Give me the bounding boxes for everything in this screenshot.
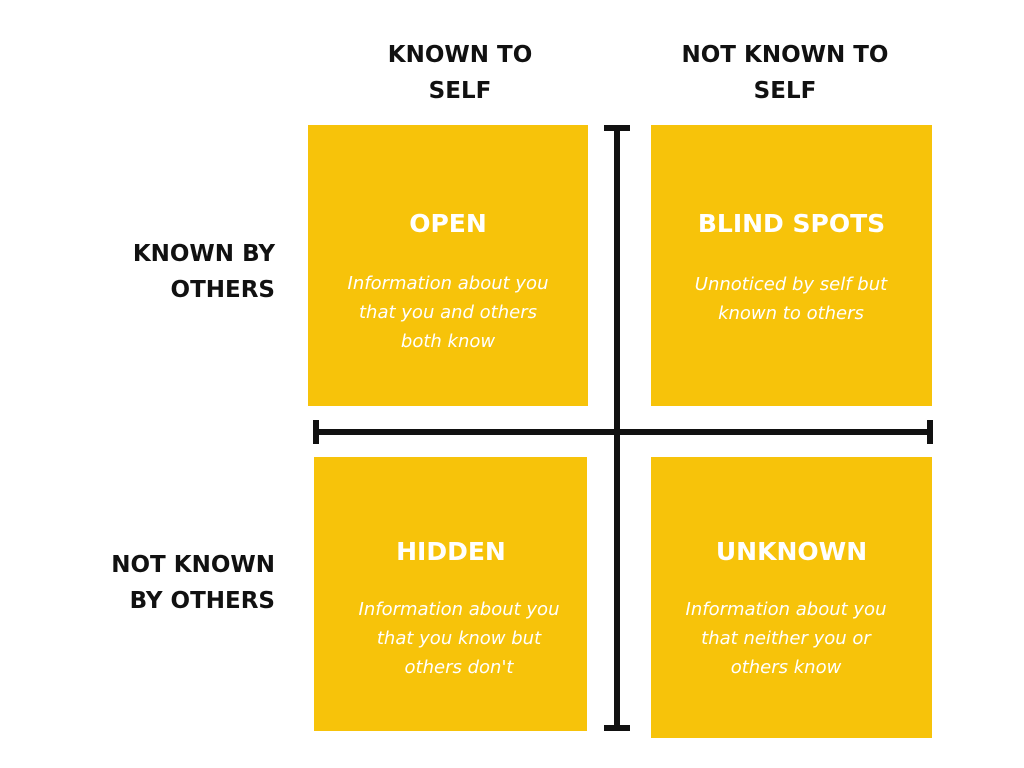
column-header-line: SELF: [753, 78, 817, 104]
quadrant-open: OPEN Information about you that you and …: [308, 125, 588, 406]
quadrant-description: Information about you that neither you o…: [641, 595, 931, 682]
quadrant-title: HIDDEN: [396, 537, 506, 566]
quadrant-blind-spots: BLIND SPOTS Unnoticed by self but known …: [651, 125, 932, 406]
quadrant-hidden: HIDDEN Information about you that you kn…: [314, 457, 587, 731]
quadrant-description: Unnoticed by self but known to others: [641, 270, 941, 328]
description-line: that you and others: [359, 302, 537, 323]
description-line: others know: [730, 657, 842, 678]
description-line: both know: [400, 331, 496, 352]
column-header-line: KNOWN TO: [387, 42, 533, 68]
column-header-line: SELF: [428, 78, 492, 104]
quadrant-title: OPEN: [409, 209, 487, 238]
quadrant-description: Information about you that you know but …: [314, 595, 604, 682]
row-header-known-by-others: KNOWN BY OTHERS: [60, 236, 275, 308]
row-header-not-known-by-others: NOT KNOWN BY OTHERS: [60, 547, 275, 619]
row-header-line: KNOWN BY: [132, 241, 275, 267]
description-line: that neither you or: [701, 628, 871, 649]
description-line: Unnoticed by self but: [694, 274, 888, 295]
description-line: known to others: [718, 303, 864, 324]
row-header-line: OTHERS: [170, 277, 275, 303]
quadrant-title: BLIND SPOTS: [697, 209, 886, 238]
column-header-known-to-self: KNOWN TO SELF: [360, 37, 560, 109]
quadrant-unknown: UNKNOWN Information about you that neith…: [651, 457, 932, 738]
quadrant-description: Information about you that you and other…: [308, 269, 588, 356]
description-line: Information about you: [347, 273, 549, 294]
description-line: that you know but: [376, 628, 542, 649]
row-header-line: BY OTHERS: [129, 588, 275, 614]
column-header-not-known-to-self: NOT KNOWN TO SELF: [665, 37, 905, 109]
description-line: Information about you: [685, 599, 887, 620]
column-header-line: NOT KNOWN TO: [681, 42, 889, 68]
row-header-line: NOT KNOWN: [111, 552, 275, 578]
description-line: others don't: [404, 657, 514, 678]
quadrant-title: UNKNOWN: [715, 537, 868, 566]
description-line: Information about you: [358, 599, 560, 620]
